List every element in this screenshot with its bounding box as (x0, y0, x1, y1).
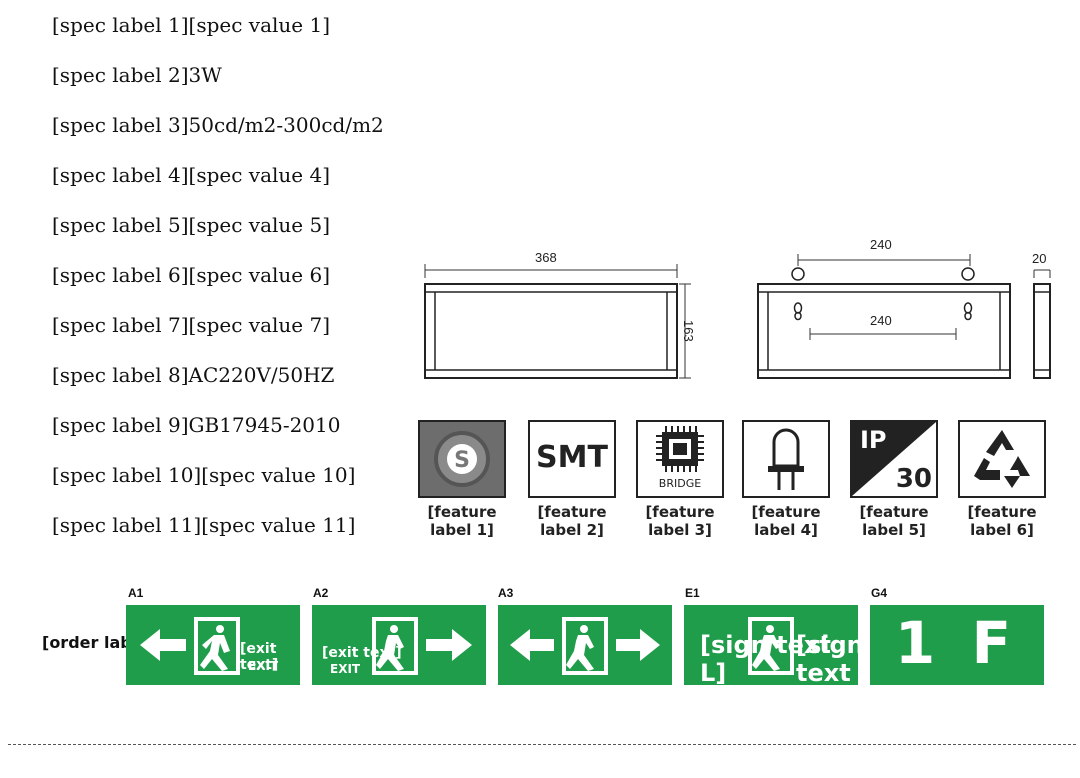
spec-row: [spec label 7][spec value 7] (52, 312, 330, 338)
sign-en-text: EXIT (248, 659, 279, 673)
floor-sign-g4[interactable]: 1 F (870, 605, 1044, 685)
spec-label: [spec label 9] (52, 413, 189, 437)
spec-value: [spec value 7] (188, 313, 330, 337)
spec-row: [spec label 4][spec value 4] (52, 162, 330, 188)
spec-value: [spec value 4] (188, 163, 330, 187)
side-view-drawing (1033, 269, 1051, 379)
model-code: A1 (128, 586, 144, 600)
side-depth-label: 20 (1032, 251, 1047, 266)
spec-value: [spec value 11] (201, 513, 356, 537)
spec-label: [spec label 8] (52, 363, 189, 387)
svg-text:S: S (454, 448, 470, 473)
spec-label: [spec label 6] (52, 263, 189, 287)
front-height-label: 163 (681, 320, 696, 342)
led-bulb-icon (742, 420, 830, 498)
spec-value: [spec value 1] (188, 13, 330, 37)
spec-label: [spec label 3] (52, 113, 189, 137)
spec-value: 3W (188, 63, 222, 87)
model-code: A2 (313, 586, 329, 600)
feature-label: [feature label 1] (427, 503, 497, 539)
model-code: G4 (871, 586, 888, 600)
sign-en-text: EXIT (330, 662, 361, 676)
exit-sign-a1[interactable]: [exit text] EXIT (126, 605, 300, 685)
bidirectional-arrow-icon (510, 617, 660, 675)
running-man-icon (748, 617, 794, 675)
model-code: A3 (498, 586, 514, 600)
spec-row: [spec label 8]AC220V/50HZ (52, 362, 334, 388)
fire-certification-icon: S (418, 420, 506, 498)
recycle-icon (958, 420, 1046, 498)
spec-value: [spec value 10] (201, 463, 356, 487)
processor-chip-icon: BRIDGE (636, 420, 724, 498)
right-arrow-icon (372, 617, 472, 675)
spec-row: [spec label 1][spec value 1] (52, 12, 330, 38)
sign-cn-text: [exit text] (240, 641, 279, 673)
ip-text: IP (860, 426, 887, 454)
spec-value: AC220V/50HZ (188, 363, 335, 387)
spec-value: [spec value 6] (188, 263, 330, 287)
smt-text: SMT (536, 440, 608, 475)
ip-rating-icon: IP 30 (850, 420, 938, 498)
sign-cn-right: [sign text R] (796, 631, 864, 715)
exit-sign-e1[interactable]: [sign text L] [sign text R] (684, 605, 864, 715)
front-view-drawing (424, 264, 691, 379)
exit-sign-a3[interactable] (498, 605, 672, 685)
feature-label: [feature label 2] (537, 503, 607, 539)
divider-line (8, 744, 1076, 745)
spec-row: [spec label 3]50cd/m2-300cd/m2 (52, 112, 384, 138)
spec-row: [spec label 6][spec value 6] (52, 262, 330, 288)
spec-label: [spec label 4] (52, 163, 189, 187)
spec-row: [spec label 9]GB17945-2010 (52, 412, 340, 438)
spec-value: 50cd/m2-300cd/m2 (188, 113, 384, 137)
spec-label: [spec label 10] (52, 463, 202, 487)
spec-row: [spec label 2]3W (52, 62, 222, 88)
front-width-label: 368 (535, 250, 557, 265)
ip-number: 30 (895, 464, 932, 494)
back-hole-span-label: 240 (870, 313, 892, 328)
spec-label: [spec label 11] (52, 513, 202, 537)
sign-cn-text: [exit text] (322, 645, 402, 661)
back-hook-span-label: 240 (870, 237, 892, 252)
spec-label: [spec label 7] (52, 313, 189, 337)
feature-label: [feature label 3] (645, 503, 715, 539)
floor-text: 1 F (894, 609, 1020, 677)
bridge-text: BRIDGE (658, 477, 702, 490)
sign-cn-left: [sign text L] (700, 631, 831, 687)
exit-sign-a2[interactable]: [exit text] EXIT (312, 605, 486, 685)
spec-label: [spec label 2] (52, 63, 189, 87)
feature-label: [feature label 4] (751, 503, 821, 539)
feature-label: [feature label 5] (859, 503, 929, 539)
left-arrow-icon (140, 617, 240, 675)
model-code: E1 (685, 586, 700, 600)
feature-label: [feature label 6] (967, 503, 1037, 539)
spec-value: GB17945-2010 (188, 413, 341, 437)
spec-label: [spec label 1] (52, 13, 189, 37)
back-view-drawing (757, 254, 1011, 379)
smt-chip-icon: SMT (528, 420, 616, 498)
spec-row: [spec label 10][spec value 10] (52, 462, 355, 488)
spec-value: [spec value 5] (188, 213, 330, 237)
spec-row: [spec label 5][spec value 5] (52, 212, 330, 238)
spec-label: [spec label 5] (52, 213, 189, 237)
spec-row: [spec label 11][spec value 11] (52, 512, 355, 538)
